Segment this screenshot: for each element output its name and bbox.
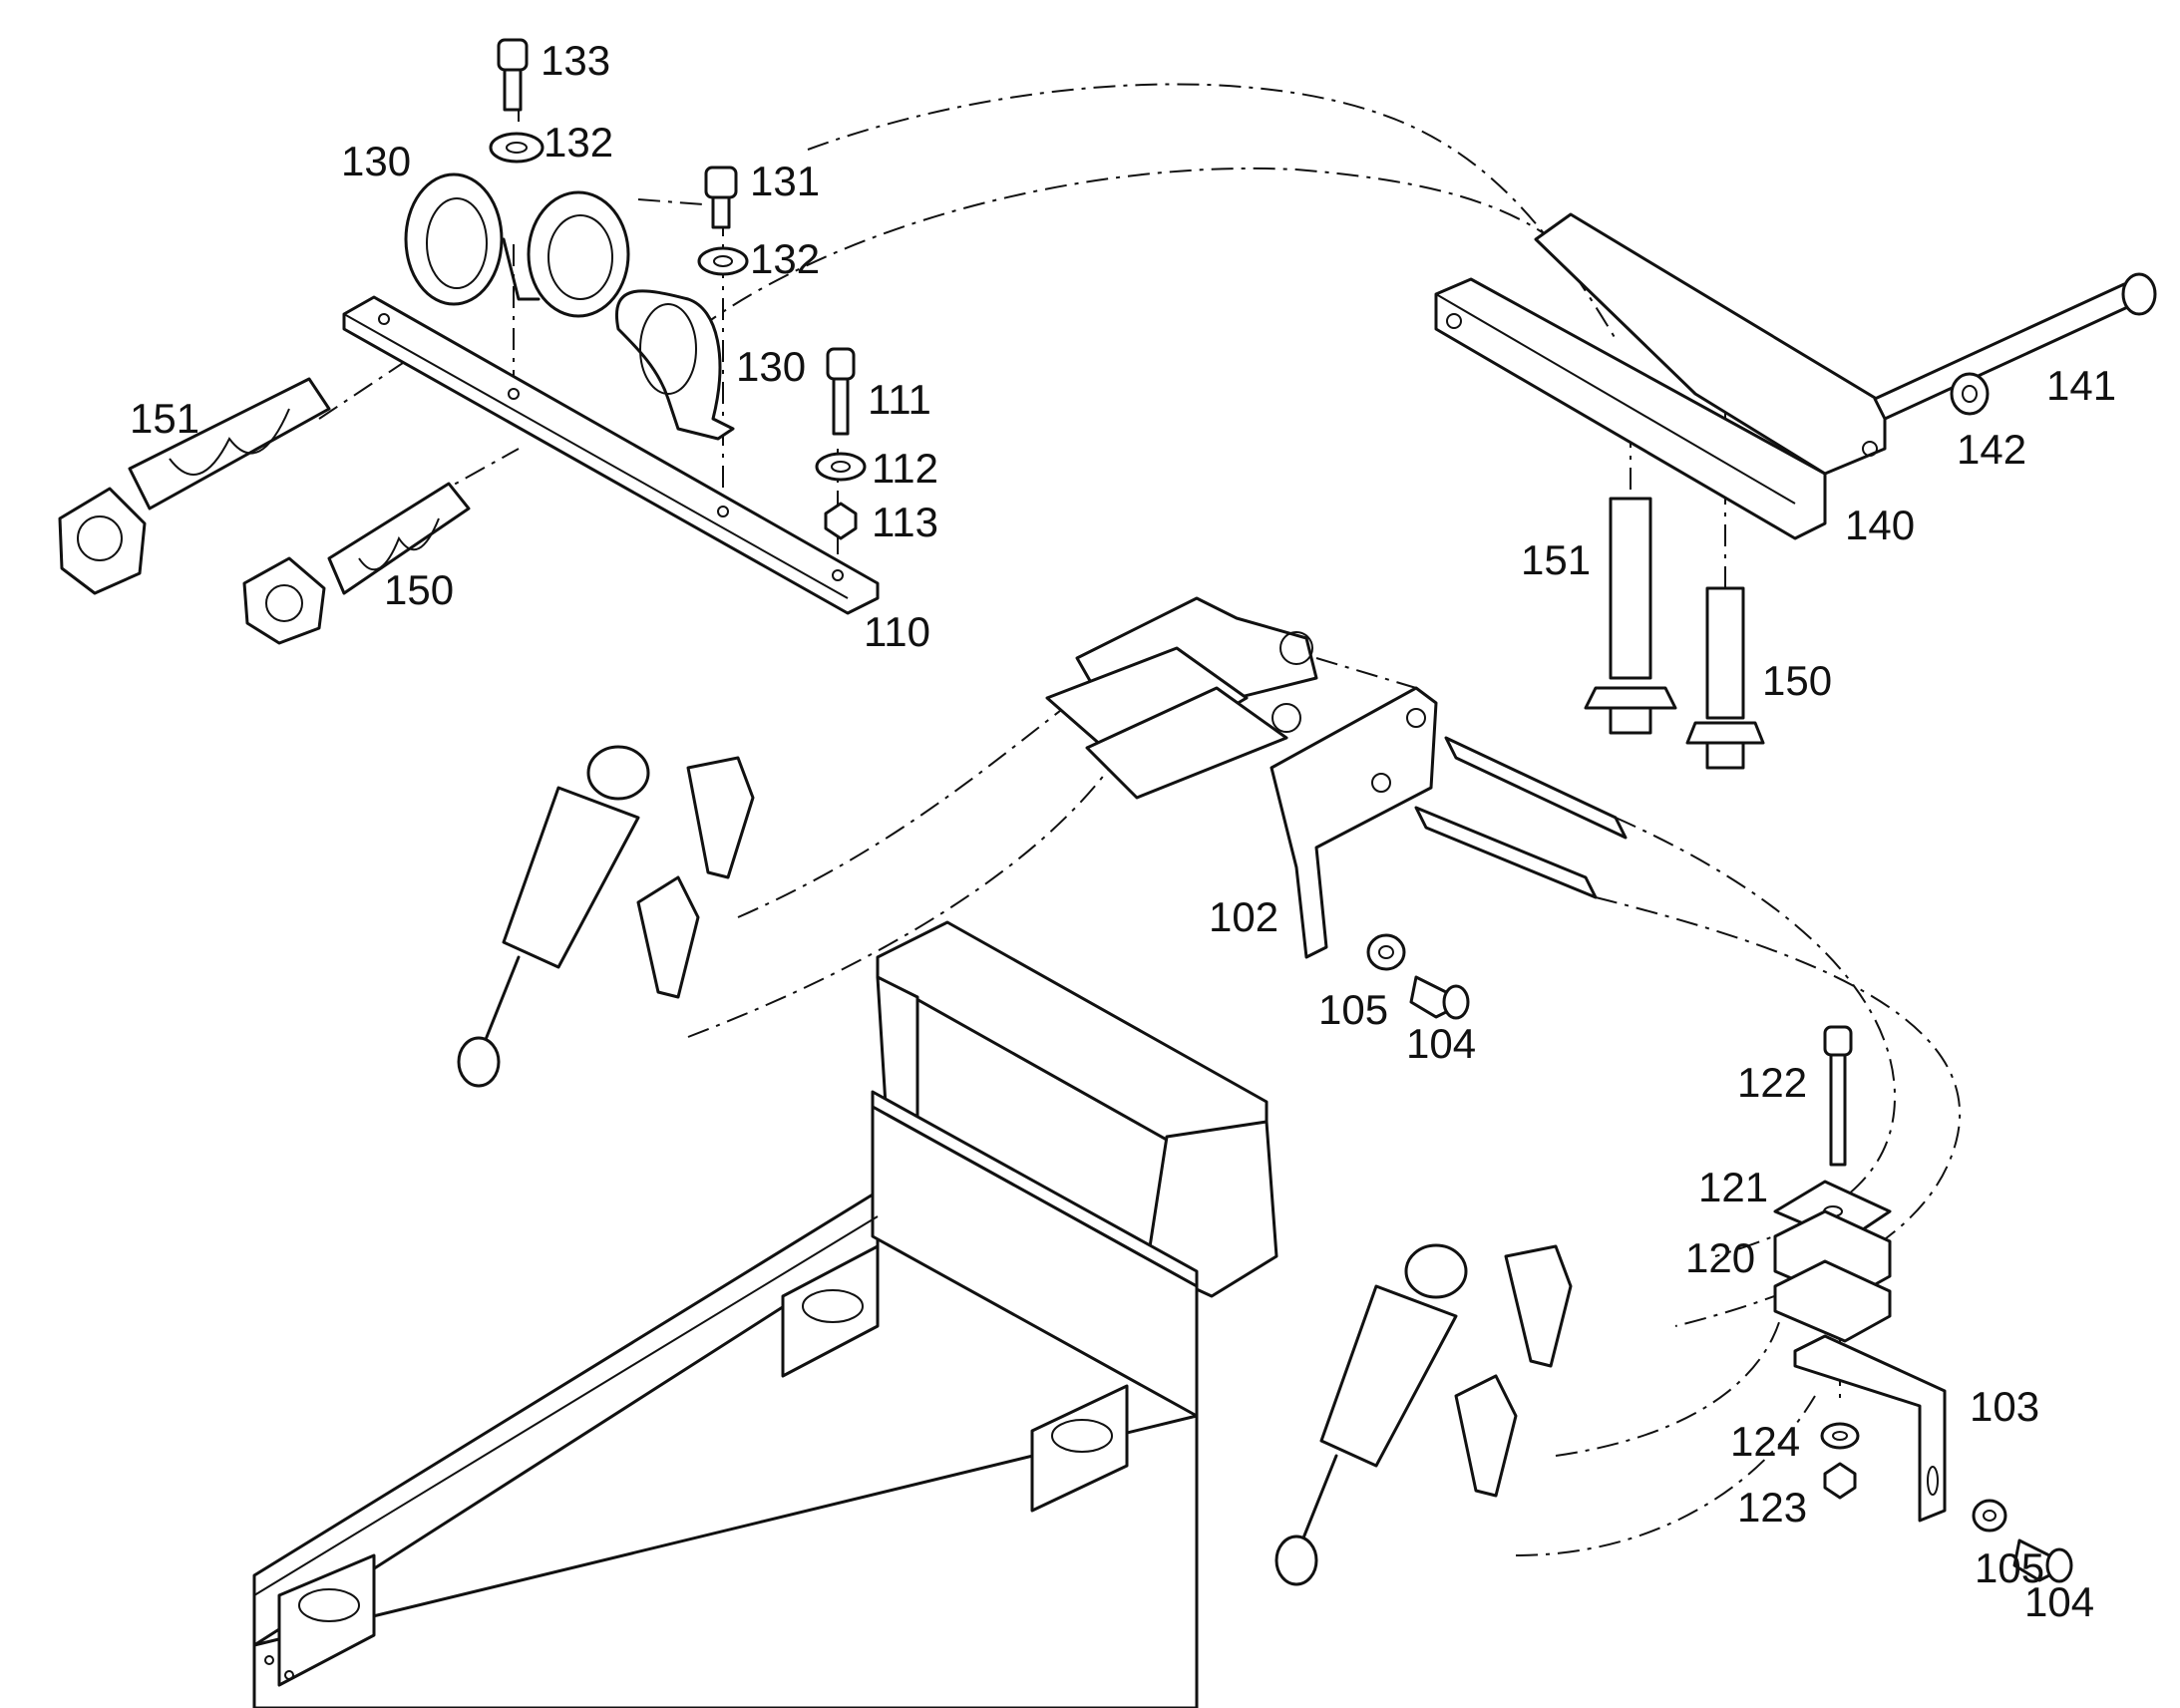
- washer-132-mid: [697, 246, 749, 276]
- callout-133: 133: [541, 37, 610, 84]
- callout-121: 121: [1698, 1164, 1768, 1210]
- washer-142: [1950, 372, 1990, 416]
- callout-140: 140: [1845, 502, 1915, 548]
- mounting-plate-102: [1270, 686, 1438, 959]
- callout-132-mid: 132: [750, 235, 820, 282]
- callout-132-top: 132: [544, 119, 613, 166]
- washer-105-upper: [1366, 933, 1406, 971]
- bolt-141: [1873, 272, 2157, 421]
- callout-110: 110: [864, 608, 930, 655]
- hose-151-left: [58, 377, 331, 595]
- callout-150-left: 150: [384, 566, 454, 613]
- washer-105-lower: [1972, 1499, 2007, 1533]
- callout-105-lower: 105: [1975, 1544, 2044, 1591]
- cylinder-right-fittings: [1454, 1244, 1573, 1498]
- callout-122: 122: [1737, 1059, 1807, 1106]
- callout-123: 123: [1737, 1484, 1807, 1531]
- cylinder-left: [457, 745, 650, 1088]
- callout-104-upper: 104: [1406, 1020, 1476, 1067]
- clamp-block-120: [1773, 1209, 1892, 1343]
- nut-123: [1823, 1462, 1857, 1500]
- callout-124: 124: [1730, 1418, 1800, 1465]
- hose-151-right: [1584, 497, 1677, 735]
- callout-111: 111: [868, 376, 931, 423]
- screw-111: [826, 347, 856, 436]
- washer-132-top: [489, 132, 545, 164]
- frame-bracket: [1434, 212, 1887, 540]
- screw-131: [704, 166, 738, 229]
- bolt-122: [1823, 1025, 1853, 1167]
- callout-labels: 133 132 130 131 132 130 111 112 113 110 …: [130, 37, 2116, 1625]
- callout-102: 102: [1209, 893, 1278, 940]
- washer-124: [1820, 1422, 1860, 1450]
- fitting-cluster: [1045, 596, 1318, 800]
- callout-103: 103: [1970, 1383, 2039, 1430]
- callout-104-lower: 104: [2024, 1578, 2094, 1625]
- callout-150-right: 150: [1762, 657, 1832, 704]
- callout-142: 142: [1957, 426, 2026, 473]
- callout-141: 141: [2046, 362, 2116, 409]
- screw-133: [497, 38, 529, 112]
- callout-130-left: 130: [341, 138, 411, 184]
- hose-clamp-single: [615, 289, 735, 441]
- screw-104-upper: [1409, 975, 1470, 1020]
- hose-150-left: [242, 482, 471, 645]
- callout-151-right: 151: [1521, 536, 1591, 583]
- hose-150-right: [1685, 586, 1765, 770]
- washer-112: [815, 452, 867, 482]
- callout-120: 120: [1685, 1234, 1755, 1281]
- machine-base-frame: [252, 920, 1278, 1708]
- nut-113: [824, 502, 858, 540]
- bracket-103: [1793, 1334, 1947, 1523]
- screw-104-lower: [2012, 1538, 2073, 1583]
- callout-131: 131: [750, 158, 820, 204]
- cylinder-right: [1274, 1243, 1468, 1586]
- cylinder-left-fittings: [636, 756, 755, 999]
- callout-113: 113: [872, 499, 938, 545]
- callout-105-upper: 105: [1318, 986, 1388, 1033]
- fittings-right-of-plate: [1414, 736, 1628, 899]
- callout-112: 112: [872, 445, 938, 492]
- callout-130-right: 130: [736, 343, 806, 390]
- mounting-bar: [342, 295, 880, 615]
- hose-clamp-double: [404, 172, 630, 318]
- callout-151-left: 151: [130, 395, 199, 442]
